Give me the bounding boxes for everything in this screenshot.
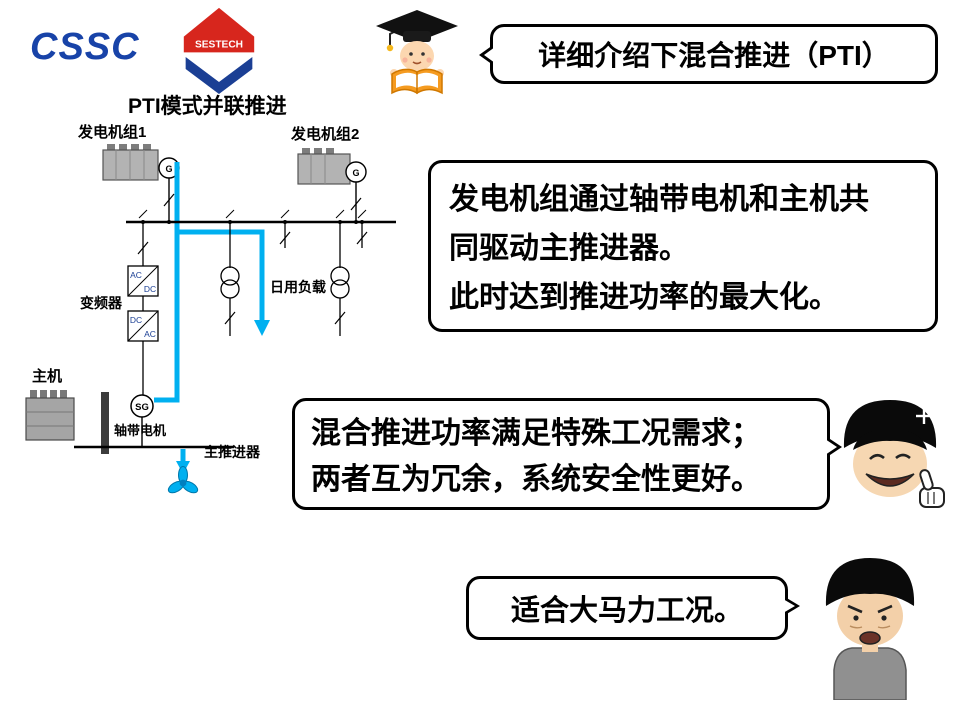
shaft-motor-label: 轴带电机	[114, 423, 166, 438]
meme1-eyes	[869, 453, 911, 460]
meme2-body	[833, 647, 907, 700]
converter-dc2-label: DC	[130, 315, 142, 325]
main-bubble-line: 发电机组通过轴带电机和主机共	[449, 183, 869, 216]
hybrid-advantage-bubble: 混合推进功率满足特殊工况需求； 两者互为冗余，系统安全性更好。	[292, 398, 842, 510]
diagram-title: PTI模式并联推进	[128, 95, 287, 118]
flow-arrow-down-icon	[254, 320, 270, 336]
bubble-tail	[484, 47, 495, 63]
meme2-face	[837, 586, 903, 646]
student-icon	[376, 10, 458, 95]
main-explanation-bubble: 发电机组通过轴带电机和主机共 同驱动主推进器。 此时达到推进功率的最大化。	[428, 160, 938, 332]
main-engine-label: 主机	[32, 367, 62, 385]
sestech-roof-shape	[183, 7, 255, 53]
graduation-cap-icon	[376, 10, 458, 52]
intro-bubble-text: 详细介绍下混合推进（PTI）	[538, 40, 890, 71]
intro-speech-bubble: 详细介绍下混合推进（PTI）	[479, 24, 938, 84]
generator2-symbol: G	[352, 168, 359, 178]
cssc-logo: CSSC	[30, 26, 140, 68]
sestech-chevron-shape	[185, 56, 253, 94]
generator-set-2: G	[297, 148, 367, 185]
propeller-label: 主推进器	[204, 444, 261, 460]
converter-ac2-label: AC	[144, 329, 156, 339]
meme2-eye	[853, 615, 859, 621]
daily-load-feeder-2	[330, 222, 350, 336]
bus-switch-marks	[138, 209, 367, 219]
hybrid-bubble-line: 两者互为冗余，系统安全性更好。	[311, 463, 761, 496]
meme2-mouth	[859, 631, 881, 645]
bubble-tail	[825, 439, 837, 455]
thumbs-up-icon	[919, 469, 945, 508]
meme2-hair	[825, 558, 915, 606]
bubble-tail	[783, 599, 795, 613]
genset2-label: 发电机组2	[290, 125, 359, 143]
converter-label: 变频器	[80, 295, 123, 311]
daily-load-label: 日用负载	[270, 279, 326, 295]
meme-face-sad	[825, 558, 915, 700]
shaft-generator: SG	[130, 394, 154, 447]
main-engine-icon	[25, 390, 75, 441]
sestech-logo-text: SESTECH	[195, 40, 243, 51]
shaft-coupling	[101, 392, 109, 454]
fit-bubble-text: 适合大马力工况。	[510, 595, 743, 627]
shaft-generator-symbol: SG	[135, 402, 149, 413]
propeller-icon	[167, 466, 199, 494]
main-bubble-line: 此时达到推进功率的最大化。	[449, 281, 839, 314]
main-bus	[126, 178, 396, 224]
meme2-eye	[881, 615, 887, 621]
genset1-label: 发电机组1	[77, 123, 146, 141]
daily-load-feeder-1	[220, 222, 240, 336]
main-bubble-line: 同驱动主推进器。	[449, 232, 689, 265]
meme1-grin	[865, 473, 915, 487]
converter-ac-label: AC	[130, 270, 142, 280]
power-flow-lines	[154, 162, 265, 463]
meme2-wrinkles	[849, 625, 891, 629]
meme-face-thumbs-up	[843, 400, 945, 508]
sestech-logo: SESTECH	[183, 7, 255, 94]
meme1-face	[853, 431, 927, 497]
hybrid-bubble-line: 混合推进功率满足特殊工况需求；	[311, 417, 761, 450]
spare-feeders	[279, 222, 368, 248]
student-face	[400, 41, 434, 71]
sparkle-icon	[916, 408, 932, 424]
open-book-icon	[390, 68, 444, 95]
pti-diagram: 发电机组1 发电机组2 G G	[25, 123, 396, 494]
fit-conclusion-bubble: 适合大马力工况。	[466, 576, 800, 640]
generator1-symbol: G	[165, 164, 172, 174]
frequency-converter: AC DC DC AC	[127, 222, 159, 395]
converter-dc-label: DC	[144, 284, 156, 294]
meme2-eyebrows	[847, 604, 893, 614]
generator-set-1: G	[102, 144, 180, 181]
meme1-hair-fringe	[853, 428, 927, 450]
